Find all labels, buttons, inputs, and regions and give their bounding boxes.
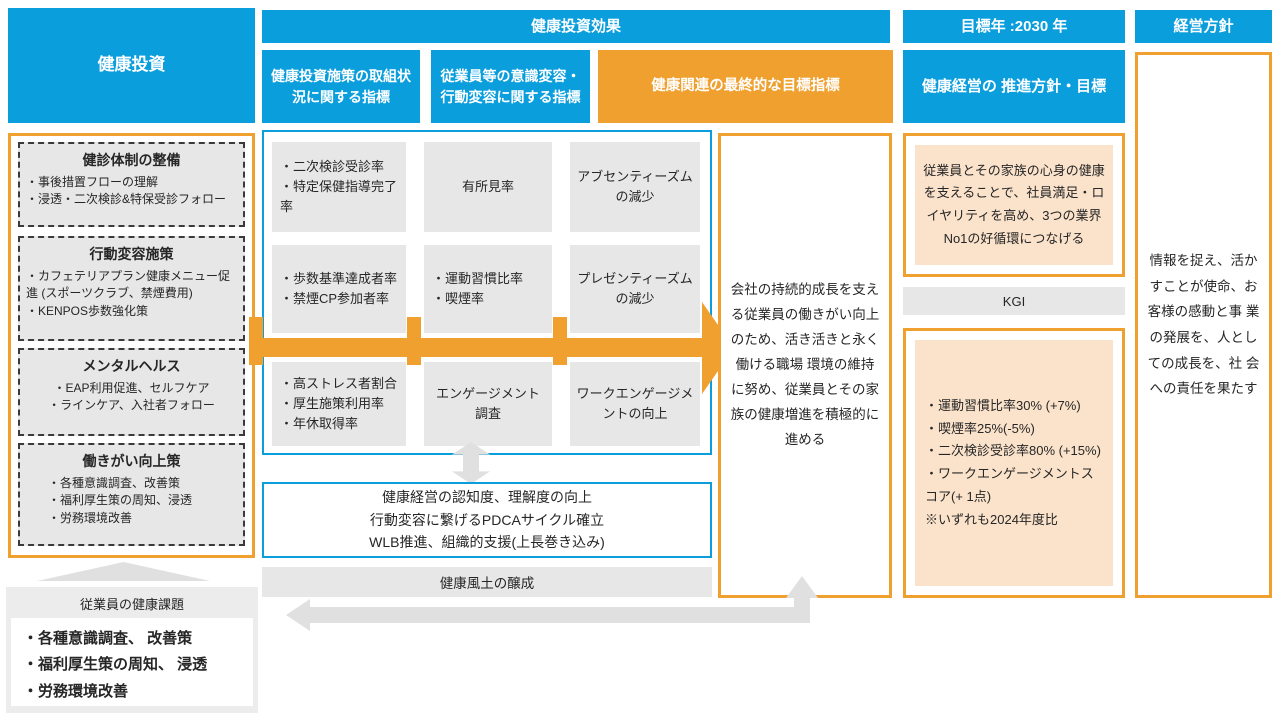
program-bullet: ・ラインケア、入社者フォロー <box>48 398 215 413</box>
flow-arrow-bar <box>249 317 263 365</box>
program-bullet: ・KENPOS歩数強化策 <box>26 303 149 318</box>
employee-health-issues-panel: 従業員の健康課題 ・各種意識調査、 改善策 ・福利厚生策の周知、 浸透 ・労務環… <box>6 587 258 713</box>
kgi-item: ・ワークエンゲージメントスコア(+ 1点) <box>925 466 1094 504</box>
program-bullet: ・労務環境改善 <box>48 510 133 525</box>
vision-text: 会社の持続的成長を支える従業員の働きがい向上のため、活き活きと永く働ける職場 環… <box>730 282 880 447</box>
vision-box: 会社の持続的成長を支える従業員の働きがい向上のため、活き活きと永く働ける職場 環… <box>718 133 892 598</box>
issues-title: 従業員の健康課題 <box>79 597 184 612</box>
kgi-item: ・運動習慣比率30% (+7%) <box>925 397 1081 413</box>
program-box-checkup: 健診体制の整備 ・事後措置フローの理解 ・浸透・二次検診&特保受診フォロー <box>18 142 245 227</box>
culture-bar: 健康風土の醸成 <box>262 567 712 597</box>
kgi-item: ・喫煙率25%(-5%) <box>925 420 1035 436</box>
issue-item: ・各種意識調査、 改善策 <box>23 630 193 647</box>
column-header-initiative-metrics: 健康投資施策の取組状況に関する指標 <box>262 50 420 123</box>
feedback-arrow-left-head-icon <box>286 599 310 631</box>
header-health-investment: 健康投資 <box>8 8 255 123</box>
issue-item: ・労務環境改善 <box>23 682 129 700</box>
program-box-worth: 働きがい向上策 ・各種意識調査、改善策 ・福利厚生策の周知、浸透 ・労務環境改善 <box>18 443 245 546</box>
kgi-item: ※いずれも2024年度比 <box>925 511 1058 527</box>
program-bullet: ・EAP利用促進、セルフケア <box>53 381 210 395</box>
column-header-awareness-metrics: 従業員等の意識変容・行動変容に関する指標 <box>431 50 590 123</box>
feedback-arrow-riser <box>794 598 810 623</box>
kgi-box: ・運動習慣比率30% (+7%) ・喫煙率25%(-5%) ・二次検診受診率80… <box>903 328 1125 598</box>
flow-arrow-bar <box>553 317 567 365</box>
management-policy-text: 情報を捉え、活かすことが使命、お客様の感動と事 業の発展を、人としての成長を、社… <box>1147 253 1260 397</box>
program-box-behavior: 行動変容施策 ・カフェテリアプラン健康メニュー促進 (スポーツクラブ、禁煙費用)… <box>18 236 245 341</box>
header-policy-goals: 健康経営の 推進方針・目標 <box>903 50 1125 123</box>
program-bullet: ・浸透・二次検診&特保受診フォロー <box>26 192 227 207</box>
metric-cell: ・歩数基準達成者率・禁煙CP参加者率 <box>272 245 406 333</box>
program-title: メンタルヘルス <box>82 358 181 374</box>
program-bullet: ・福利厚生策の周知、浸透 <box>48 493 193 508</box>
flow-arrow-shaft <box>250 338 702 357</box>
investment-programs-container: 健診体制の整備 ・事後措置フローの理解 ・浸透・二次検診&特保受診フォロー 行動… <box>8 133 255 558</box>
policy-box: 従業員とその家族の心身の健康を支えることで、社員満足・ロイヤリティを高め、3つの… <box>903 133 1125 277</box>
kgi-label-bar: KGI <box>903 287 1125 315</box>
issues-list: ・各種意識調査、 改善策 ・福利厚生策の周知、 浸透 ・労務環境改善 <box>11 618 253 706</box>
metric-cell: エンゲージメント調査 <box>424 362 552 446</box>
program-box-mental: メンタルヘルス ・EAP利用促進、セルフケア ・ラインケア、入社者フォロー <box>18 348 245 436</box>
program-bullet: ・カフェテリアプラン健康メニュー促進 (スポーツクラブ、禁煙費用) <box>26 269 231 301</box>
program-title: 働きがい向上策 <box>82 453 181 469</box>
program-bullet: ・各種意識調査、改善策 <box>48 476 181 490</box>
program-bullet: ・事後措置フローの理解 <box>26 175 159 189</box>
pdca-box: 健康経営の認知度、理解度の向上 行動変容に繋げるPDCAサイクル確立 WLB推進… <box>262 482 712 558</box>
metric-cell: アブセンティーズムの減少 <box>570 142 700 232</box>
pdca-line: 行動変容に繋げるPDCAサイクル確立 <box>369 511 605 528</box>
feedback-arrow-up-head-icon <box>786 576 818 598</box>
metric-cell: 有所見率 <box>424 142 552 232</box>
metric-cell: ・二次検診受診率・特定保健指導完了率 <box>272 142 406 232</box>
feedback-arrow-shaft <box>308 607 794 623</box>
program-title: 健診体制の整備 <box>82 152 181 168</box>
kgi-item: ・二次検診受診率80% (+15%) <box>925 443 1101 459</box>
issue-item: ・福利厚生策の周知、 浸透 <box>23 656 208 674</box>
metric-cell: ・高ストレス者割合・厚生施策利用率・年休取得率 <box>272 362 406 446</box>
up-triangle-arrow-icon <box>37 562 210 581</box>
metrics-grid-container: ・二次検診受診率・特定保健指導完了率 有所見率 アブセンティーズムの減少 ・歩数… <box>262 130 712 455</box>
kgi-list: ・運動習慣比率30% (+7%) ・喫煙率25%(-5%) ・二次検診受診率80… <box>915 340 1113 586</box>
management-policy-box: 情報を捉え、活かすことが使命、お客様の感動と事 業の発展を、人としての成長を、社… <box>1135 52 1272 598</box>
metric-cell: プレゼンティーズムの減少 <box>570 245 700 333</box>
column-header-final-targets: 健康関連の最終的な目標指標 <box>598 50 893 123</box>
policy-text: 従業員とその家族の心身の健康を支えることで、社員満足・ロイヤリティを高め、3つの… <box>915 145 1113 265</box>
flow-arrow-bar <box>407 317 421 365</box>
header-investment-effects: 健康投資効果 <box>262 10 890 43</box>
pdca-line: WLB推進、組織的支援(上長巻き込み) <box>369 534 605 551</box>
program-title: 行動変容施策 <box>89 246 174 262</box>
header-management-policy: 経営方針 <box>1135 10 1272 43</box>
header-target-year: 目標年 :2030 年 <box>903 10 1125 43</box>
pdca-line: 健康経営の認知度、理解度の向上 <box>382 489 592 506</box>
metric-cell: ・運動習慣比率・喫煙率 <box>424 245 552 333</box>
metric-cell: ワークエンゲージメントの向上 <box>570 362 700 446</box>
